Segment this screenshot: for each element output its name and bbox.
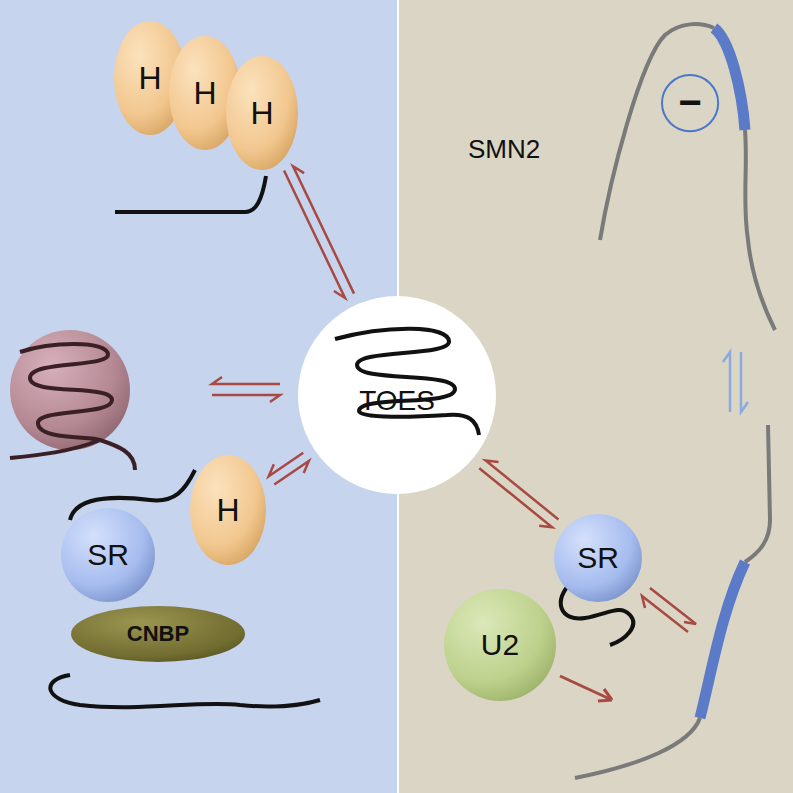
- equilibrium-arrow: [284, 166, 354, 298]
- equilibrium-arrow: [642, 588, 696, 632]
- node-label: H: [193, 75, 216, 112]
- protein-sr: SR: [60, 507, 156, 603]
- rna-strand: [10, 344, 135, 470]
- equilibrium-arrow: [212, 377, 280, 402]
- node-outline: [71, 606, 245, 662]
- node-outline: [61, 508, 155, 602]
- protein-cnbp: CNBP: [70, 605, 246, 663]
- arrow-line: [486, 460, 559, 519]
- rna-strand: [335, 329, 479, 435]
- rna-strand: [745, 425, 770, 562]
- node-outline: [298, 296, 496, 494]
- arrow-line: [479, 468, 552, 527]
- protein-h: H: [225, 55, 299, 171]
- exon: [714, 28, 745, 130]
- node-outline: [226, 56, 298, 170]
- arrow-line: [274, 461, 309, 485]
- rna-strand: [600, 24, 714, 240]
- rna-strand: [50, 675, 320, 707]
- protein-h: H: [189, 454, 267, 566]
- equilibrium-arrow: [269, 453, 309, 485]
- node-label: H: [216, 492, 239, 529]
- node-label: H: [138, 60, 161, 97]
- node-outline: [662, 75, 718, 131]
- recruitment-arrow: [560, 676, 612, 701]
- node-label: CNBP: [127, 621, 189, 647]
- arrow-line: [284, 171, 345, 298]
- node-label: SR: [87, 538, 129, 572]
- arrow-line: [293, 166, 354, 293]
- node-label: −: [678, 80, 701, 125]
- gene-label: SMN2: [468, 134, 540, 165]
- arrow-line: [269, 453, 304, 477]
- protein-sr: SR: [553, 513, 643, 603]
- inhibition-symbol: −: [661, 74, 719, 132]
- rna-strand: [745, 130, 775, 330]
- node-label: TOES: [359, 385, 435, 417]
- u2-snrnp: U2: [443, 588, 557, 702]
- rna-strand: [115, 176, 266, 212]
- equilibrium-arrow: [479, 460, 558, 527]
- exon: [700, 562, 745, 718]
- node-label: H: [250, 95, 273, 132]
- rna-strand: [575, 718, 700, 778]
- toes-circle: TOES: [297, 295, 497, 495]
- node-outline: [554, 514, 642, 602]
- node-outline: [190, 455, 266, 565]
- node-label: SR: [577, 541, 619, 575]
- equilibrium-arrow: [723, 352, 748, 412]
- node-label: U2: [481, 628, 519, 662]
- node-outline: [444, 589, 556, 701]
